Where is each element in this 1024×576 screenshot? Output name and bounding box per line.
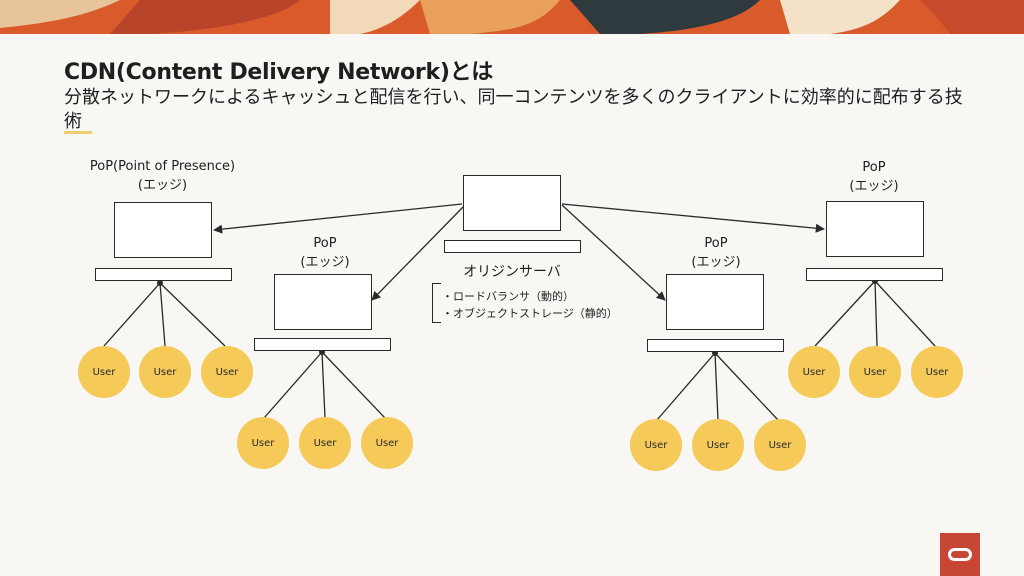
right-inner-pop-label: PoP (エッジ) [691,236,741,270]
right-inner-pop-switch [647,339,784,352]
user-node: User [299,417,351,469]
right-outer-pop-server [826,201,924,257]
arrow-origin-to-right-outer-pop [561,203,825,233]
left-outer-pop-label: PoP(Point of Presence) (エッジ) [89,159,236,193]
page-subtitle: 分散ネットワークによるキャッシュと配信を行い、同一コンテンツを多くのクライアント… [64,87,963,132]
left-inner-pop-server [274,274,372,330]
user-node: User [630,419,682,471]
right-outer-pop-label: PoP (エッジ) [849,160,899,194]
arrow-origin-to-left-inner-pop [371,204,466,301]
user-node: User [754,419,806,471]
origin-bullet-object-storage: ・オブジェクトストレージ（静的） [442,307,618,320]
right-inner-pop-server [666,274,764,330]
oracle-ring-icon [948,548,972,561]
left-inner-pop-switch [254,338,391,351]
left-outer-pop-switch [95,268,232,281]
user-node: User [237,417,289,469]
user-node: User [139,346,191,398]
left-inner-pop-label: PoP (エッジ) [300,236,350,270]
user-node: User [788,346,840,398]
title-accent-underline [64,131,92,134]
origin-bullet-load-balancer: ・ロードバランサ（動的） [442,290,574,303]
user-node: User [692,419,744,471]
user-node: User [201,346,253,398]
arrow-origin-to-left-outer-pop [213,203,463,234]
origin-switch [444,240,581,253]
origin-label: オリジンサーバ [463,264,561,280]
right-outer-pop-switch [806,268,943,281]
user-node: User [361,417,413,469]
user-node: User [78,346,130,398]
page-title: CDN(Content Delivery Network)とは [64,60,493,85]
decorative-banner [0,0,1024,34]
user-node: User [911,346,963,398]
origin-bullets: ・ロードバランサ（動的） ・オブジェクトストレージ（静的） [442,288,618,322]
user-node: User [849,346,901,398]
oracle-logo [940,533,980,576]
arrow-origin-to-right-inner-pop [561,204,666,301]
origin-server [463,175,561,231]
origin-bullets-bracket [432,283,441,323]
left-outer-pop-server [114,202,212,258]
